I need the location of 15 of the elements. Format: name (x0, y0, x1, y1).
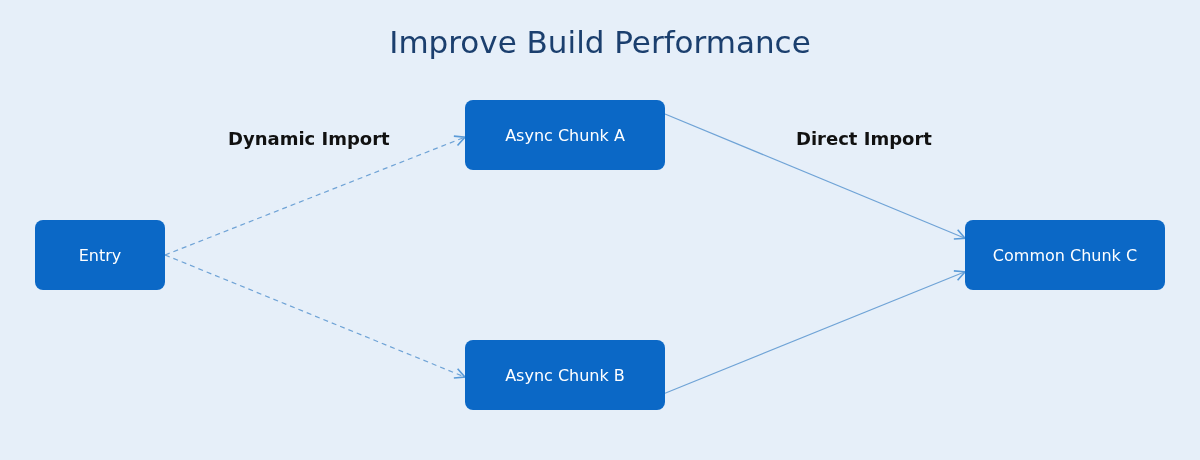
arrow (164, 254, 466, 379)
process-box (965, 220, 1165, 290)
connector-caption: Dynamic Import (228, 128, 390, 149)
arrow (664, 270, 966, 394)
connector-caption: Direct Import (796, 128, 932, 149)
process-box (465, 340, 665, 410)
node-label: Async Chunk B (505, 365, 625, 385)
node-label: Entry (78, 245, 122, 265)
arrow (164, 135, 466, 256)
process-box (35, 220, 165, 290)
node-label: Common Chunk C (992, 245, 1138, 265)
diagram-title: Improve Build Performance (389, 24, 811, 60)
node-label: Async Chunk A (505, 125, 625, 145)
process-box (465, 100, 665, 170)
arrow (664, 113, 966, 240)
